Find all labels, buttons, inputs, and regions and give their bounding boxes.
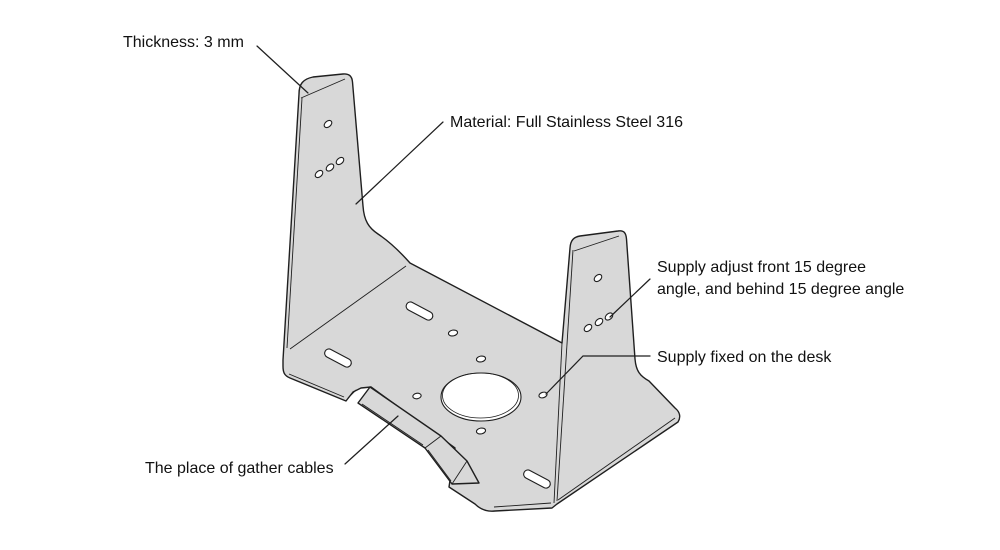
right-flange-side-thickness-line — [556, 249, 574, 502]
flange-hole — [335, 156, 345, 166]
cable-tab-lower-thickness-line — [427, 449, 452, 482]
annotation-material: Material: Full Stainless Steel 316 — [450, 114, 683, 131]
annotation-supply-fixed: Supply fixed on the desk — [657, 349, 832, 366]
flange-hole — [583, 323, 593, 333]
base-large-hole — [440, 372, 522, 422]
fold-and-thickness-lines — [286, 78, 676, 508]
bottom-edge-thickness-line — [493, 502, 552, 508]
cable-tab-bend-crease — [424, 435, 442, 449]
slot-back — [405, 301, 434, 321]
base-hole — [475, 355, 487, 363]
annotation-gather-cables: The place of gather cables — [145, 460, 334, 477]
base-hole — [475, 427, 487, 435]
base-hole — [412, 392, 422, 400]
left-flange-top-thickness-line — [300, 78, 346, 99]
slot-right — [523, 469, 551, 489]
annotation-supply-adjust-line1: Supply adjust front 15 degree — [657, 259, 866, 276]
right-flange-top-thickness-line — [573, 235, 620, 252]
flange-hole — [314, 169, 324, 179]
cable-tab — [357, 386, 480, 485]
cable-tab-bottom-thickness-line — [361, 403, 424, 446]
right-flange-holes — [583, 273, 614, 333]
leader-lines — [256, 45, 651, 465]
adjust-angle-hole — [604, 312, 614, 321]
right-flange-fold-line — [557, 417, 676, 501]
gather-cables-leader-line — [344, 415, 399, 465]
base-slots — [324, 301, 551, 489]
bracket-body — [282, 73, 681, 512]
left-flange-side-thickness-line — [286, 97, 303, 349]
annotation-labels: Thickness: 3 mm Material: Full Stainless… — [123, 34, 904, 477]
front-step-line — [347, 389, 357, 399]
annotation-supply-adjust-line2: angle, and behind 15 degree angle — [657, 281, 904, 298]
front-left-edge-thickness-line — [288, 373, 345, 398]
material-leader-line — [355, 121, 444, 205]
flange-hole — [325, 163, 335, 172]
bracket-part — [282, 73, 681, 512]
slot-left — [324, 348, 352, 368]
right-flange-front-edge — [553, 342, 563, 504]
flange-hole — [323, 119, 333, 129]
base-holes — [412, 329, 548, 435]
annotation-thickness: Thickness: 3 mm — [123, 34, 244, 51]
left-flange-fold-line — [289, 265, 407, 350]
flange-hole — [593, 273, 603, 283]
base-hole — [447, 329, 459, 337]
flange-hole — [594, 317, 604, 327]
supply-adjust-leader-line — [609, 278, 651, 318]
thickness-leader-line — [256, 45, 309, 94]
cable-tab-end-crease — [451, 460, 468, 485]
supply-fixed-leader-line — [545, 355, 651, 395]
large-hole-rim — [442, 372, 519, 419]
left-flange-holes — [314, 119, 345, 179]
